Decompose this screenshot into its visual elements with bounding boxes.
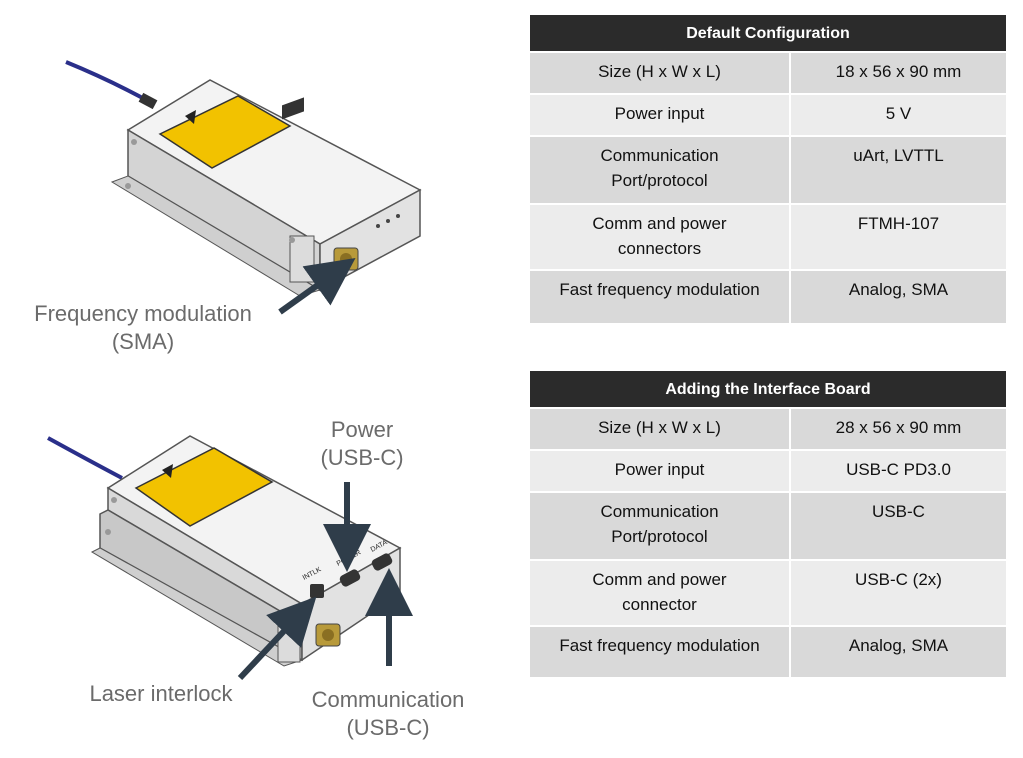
row-label: Power input: [529, 450, 790, 492]
table-row: Comm and power connectors FTMH-107: [529, 204, 1007, 270]
row-value: USB-C PD3.0: [790, 450, 1007, 492]
arrow-laser-interlock: [237, 596, 317, 681]
table-row: Comm and power connector USB-C (2x): [529, 560, 1007, 626]
row-label: Communication Port/protocol: [529, 136, 790, 204]
row-value: 18 x 56 x 90 mm: [790, 52, 1007, 94]
row-label: Fast frequency modulation: [529, 270, 790, 324]
table-row: Communication Port/protocol USB-C: [529, 492, 1007, 560]
caption-communication: Communication (USB-C): [311, 687, 465, 740]
row-value: USB-C: [790, 492, 1007, 560]
table-title: Adding the Interface Board: [529, 370, 1007, 408]
table-row: Size (H x W x L) 28 x 56 x 90 mm: [529, 408, 1007, 450]
row-value: FTMH-107: [790, 204, 1007, 270]
table-row: Power input USB-C PD3.0: [529, 450, 1007, 492]
row-label: Size (H x W x L): [529, 52, 790, 94]
optical-fiber-2: [47, 436, 123, 480]
caption-laser-interlock: Laser interlock: [89, 681, 233, 706]
row-value: 28 x 56 x 90 mm: [790, 408, 1007, 450]
sma-connector-2: [315, 623, 341, 647]
table-default-configuration: Default Configuration Size (H x W x L) 1…: [529, 14, 1007, 324]
row-label: Fast frequency modulation: [529, 626, 790, 678]
table-row: Fast frequency modulation Analog, SMA: [529, 270, 1007, 324]
table-row: Fast frequency modulation Analog, SMA: [529, 626, 1007, 678]
arrow-freq-mod: [278, 258, 356, 315]
row-label: Power input: [529, 94, 790, 136]
laser-warning-label: [158, 95, 292, 169]
row-value: Analog, SMA: [790, 270, 1007, 324]
table-title: Default Configuration: [529, 14, 1007, 52]
row-label: Comm and power connector: [529, 560, 790, 626]
row-value: USB-C (2x): [790, 560, 1007, 626]
table-row: Communication Port/protocol uArt, LVTTL: [529, 136, 1007, 204]
table-row: Size (H x W x L) 18 x 56 x 90 mm: [529, 52, 1007, 94]
row-label: Comm and power connectors: [529, 204, 790, 270]
table-interface-board: Adding the Interface Board Size (H x W x…: [529, 370, 1007, 680]
row-value: Analog, SMA: [790, 626, 1007, 678]
row-value: uArt, LVTTL: [790, 136, 1007, 204]
optical-fiber: [65, 60, 151, 104]
caption-frequency-modulation: Frequency modulation (SMA): [34, 301, 252, 354]
device-illustrations: INTLK POWER DATA: [47, 60, 422, 681]
caption-power: Power (USB-C): [320, 417, 404, 470]
row-label: Size (H x W x L): [529, 408, 790, 450]
laser-module-default: [65, 60, 422, 297]
table-row: Power input 5 V: [529, 94, 1007, 136]
row-label: Communication Port/protocol: [529, 492, 790, 560]
sma-connector: [333, 247, 359, 271]
row-value: 5 V: [790, 94, 1007, 136]
